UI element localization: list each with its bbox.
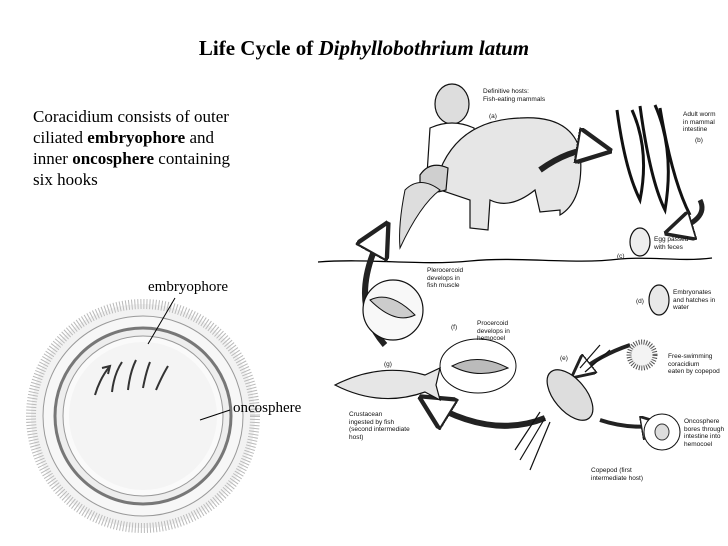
cp-line-1: Copepod (first xyxy=(591,467,632,474)
desc-l3-bold: oncosphere xyxy=(72,149,155,168)
cr-line-2: ingested by fish xyxy=(349,418,395,426)
description-line-2: ciliated embryophore and xyxy=(33,127,283,148)
desc-l2-suffix: and xyxy=(185,128,214,147)
stage-b-label: (b) xyxy=(695,137,703,144)
ep-line-2: with feces xyxy=(654,243,683,251)
dh-line-1: Definitive hosts: xyxy=(483,88,529,95)
stage-a-label: (a) xyxy=(489,113,497,120)
desc-l2-bold: embryophore xyxy=(87,128,186,147)
free-swimming-label: Free-swimming coracidium eaten by copepo… xyxy=(668,353,720,376)
salmon-fish xyxy=(333,366,441,402)
fs-line-2: coracidium xyxy=(668,360,700,368)
desc-l3-suffix: containing xyxy=(154,149,231,168)
dh-line-2: Fish-eating mammals xyxy=(483,95,546,103)
aw-line-2: in mammal xyxy=(683,118,715,126)
stage-e-label: (e) xyxy=(560,355,568,362)
stage-c-label: (c) xyxy=(617,253,625,260)
em-line-2: and hatches in xyxy=(673,296,716,304)
ob-line-1: Oncosphere xyxy=(684,418,720,425)
aw-line-1: Adult worm xyxy=(683,111,716,118)
description-text: Coracidium consists of outer ciliated em… xyxy=(33,106,283,190)
stage-d-label: (d) xyxy=(636,298,644,305)
pl-line-1: Plerocercoid xyxy=(427,267,464,274)
desc-l2-prefix: ciliated xyxy=(33,128,88,147)
pc-line-3: hemocoel xyxy=(477,335,506,342)
ob-line-2: bores through xyxy=(684,425,725,433)
oncosphere-bores-label: Oncosphere bores through intestine into … xyxy=(684,418,724,448)
pl-line-3: fish muscle xyxy=(427,282,460,289)
free-coracidium xyxy=(626,339,658,371)
cr-line-1: Crustacean xyxy=(349,411,383,418)
desc-l3-prefix: inner xyxy=(33,149,73,168)
em-line-1: Embryonates xyxy=(673,289,712,296)
adult-worm-label: Adult worm in mammal intestine xyxy=(683,111,716,134)
ep-line-1: Egg passed xyxy=(654,236,689,243)
pl-line-2: develops in xyxy=(427,274,460,282)
adult-worm xyxy=(615,104,692,216)
cp-line-2: intermediate host) xyxy=(591,474,644,482)
caught-fish xyxy=(399,182,441,250)
water-line xyxy=(317,257,713,264)
egg-passed-label: Egg passed with feces xyxy=(654,236,688,251)
stage-f-label: (f) xyxy=(451,324,458,331)
egg xyxy=(629,227,651,257)
definitive-hosts-label: Definitive hosts: Fish-eating mammals xyxy=(483,88,545,103)
embryonates-label: Embryonates and hatches in water xyxy=(673,289,715,312)
plerocercoid-label: Plerocercoid develops in fish muscle xyxy=(427,267,463,290)
arrow-bear-to-worm xyxy=(538,149,605,173)
pc-line-2: develops in xyxy=(477,327,510,335)
arrow-copepod-to-fish xyxy=(425,400,547,426)
title-prefix: Life Cycle of xyxy=(198,36,319,60)
cr-line-4: host) xyxy=(349,433,364,441)
copepod xyxy=(514,344,611,471)
oncosphere-label: oncosphere xyxy=(233,400,302,416)
page-title: Life Cycle of Diphyllobothrium latum xyxy=(0,36,728,61)
coracidium-illustration xyxy=(26,297,260,533)
embryophore-label: embryophore xyxy=(148,279,228,295)
description-line-4: six hooks xyxy=(33,170,98,189)
cr-line-3: (second intermediate xyxy=(349,426,410,433)
stage-g-label: (g) xyxy=(384,361,392,368)
ob-line-3: intestine into xyxy=(684,433,721,440)
ob-line-4: hemocoel xyxy=(684,440,713,448)
description-line-1: Coracidium consists of outer xyxy=(33,107,229,126)
embryonated-egg xyxy=(648,284,670,316)
pc-line-1: Procercoid xyxy=(477,320,509,327)
fs-line-1: Free-swimming xyxy=(668,353,713,360)
title-species: Diphyllobothrium latum xyxy=(318,36,530,60)
aw-line-3: intestine xyxy=(683,126,708,133)
arrow-worm-to-egg xyxy=(670,198,705,232)
description-line-3: inner oncosphere containing xyxy=(33,148,283,169)
em-line-3: water xyxy=(673,304,689,311)
crustacean-label: Crustacean ingested by fish (second inte… xyxy=(349,411,410,441)
arrow-coracidium-to-copepod xyxy=(575,343,631,375)
oncosphere-hooks xyxy=(94,359,169,396)
copepod-label: Copepod (first intermediate host) xyxy=(591,467,643,482)
procercoid-label: Procercoid develops in hemocoel xyxy=(477,320,510,343)
fs-line-3: eaten by copepod xyxy=(668,368,720,375)
